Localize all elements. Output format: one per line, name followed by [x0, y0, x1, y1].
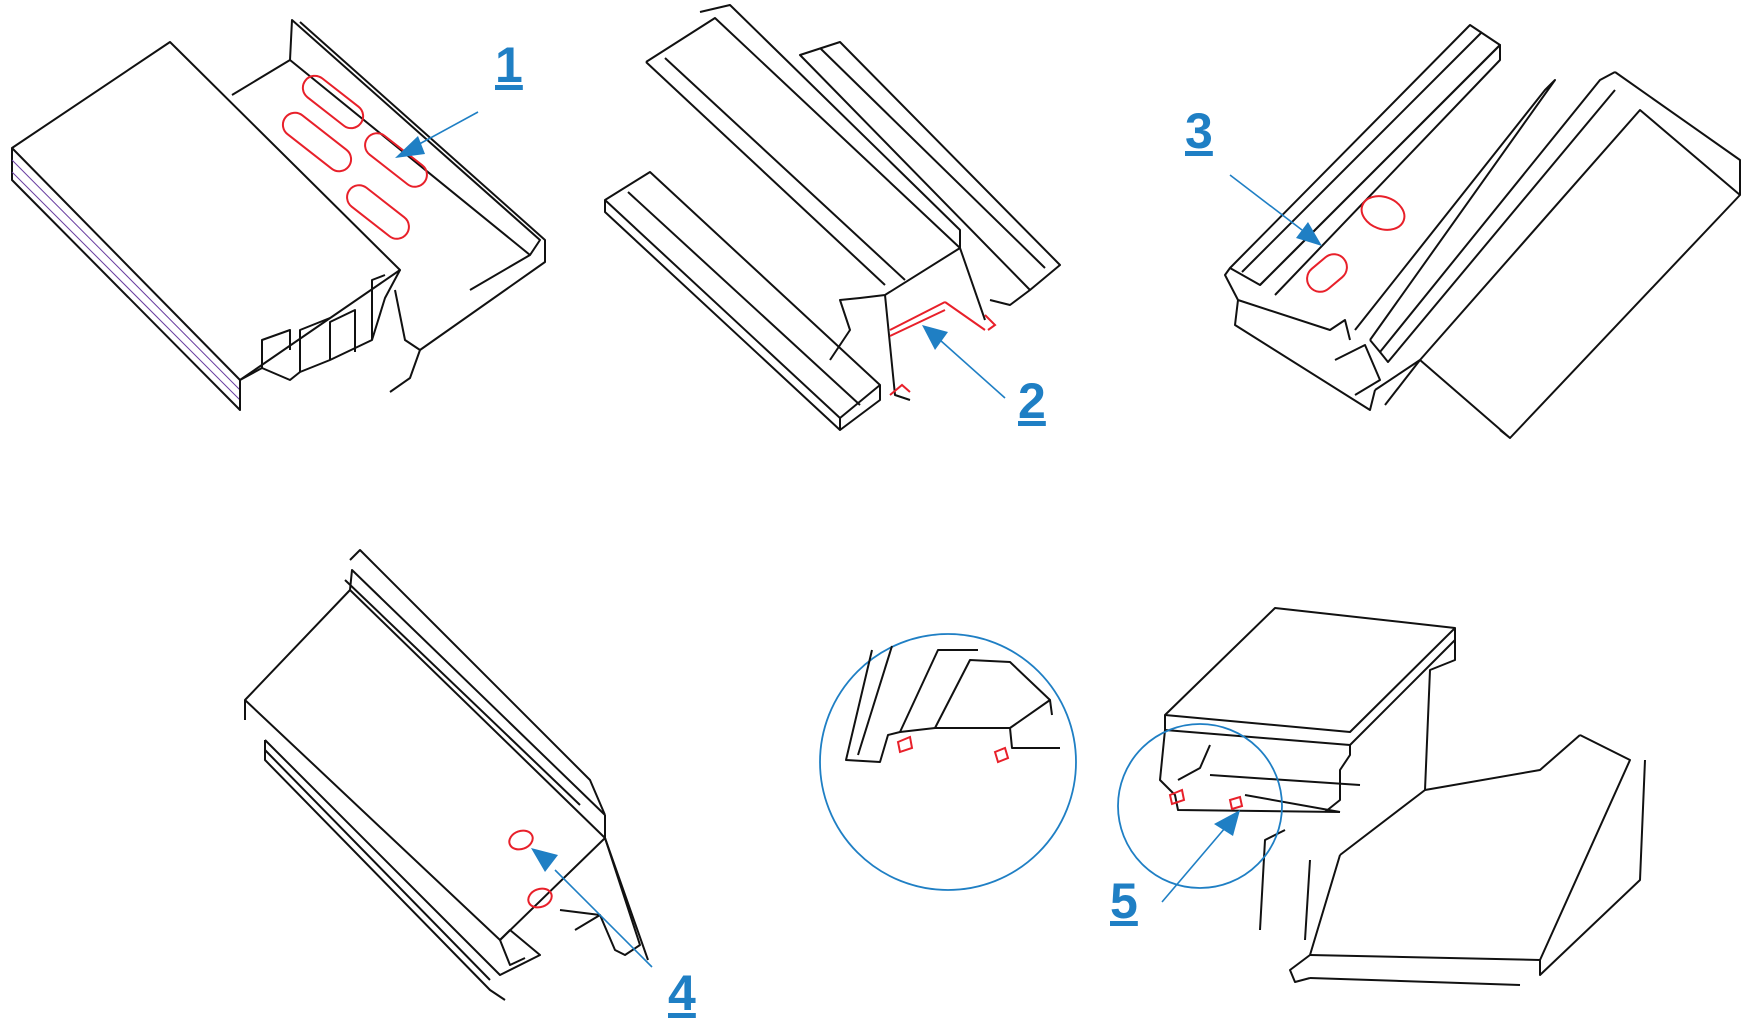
profile-figure-4: 4 [244, 549, 696, 1021]
callout-arrow-5 [1161, 810, 1240, 903]
cut-marks-2 [889, 301, 997, 396]
callout-arrow-4 [531, 848, 653, 968]
slot-holes-1 [281, 74, 428, 240]
detail-zoom-circle [819, 633, 1077, 891]
callout-arrow-1 [395, 111, 479, 158]
callout-label-4: 4 [668, 965, 696, 1021]
holes-4 [508, 829, 553, 909]
profile-figure-3: 3 [1185, 24, 1741, 439]
callout-label-1: 1 [495, 37, 523, 93]
holes-3 [1306, 195, 1406, 293]
profile-figure-2: 2 [604, 4, 1061, 431]
profile-figure-1: 1 [11, 19, 546, 411]
callout-label-2: 2 [1018, 373, 1046, 429]
callout-arrow-2 [922, 325, 1006, 399]
profile-figure-5: 5 [819, 607, 1646, 986]
callout-label-3: 3 [1185, 103, 1213, 159]
callout-label-5: 5 [1110, 873, 1138, 929]
callout-arrow-3 [1229, 174, 1322, 246]
